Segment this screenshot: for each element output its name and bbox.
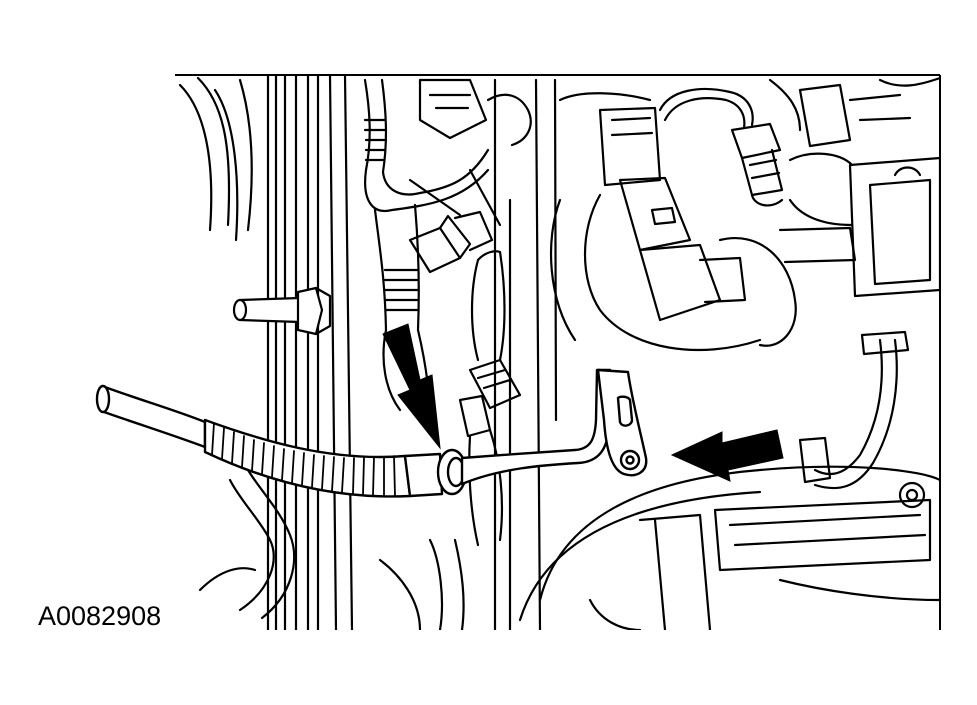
electrical-connector-top	[658, 87, 784, 207]
wiring-harness-upper	[363, 78, 532, 227]
callout-arrow-2	[670, 429, 784, 482]
background-components	[178, 75, 940, 630]
figure-frame	[175, 74, 941, 630]
figure-id-label: A0082908	[38, 601, 162, 631]
hose-plain-section	[100, 384, 207, 449]
mounting-bolt-left	[232, 286, 332, 336]
hose-end	[95, 384, 111, 414]
sleeve-ribs	[211, 422, 396, 497]
vacuum-hose-assembly	[95, 368, 648, 498]
upper-left-hoses	[178, 76, 253, 242]
lower-engine-components	[518, 465, 940, 630]
throttle-body-right	[768, 76, 940, 298]
lower-left-hoses	[198, 468, 465, 630]
solenoid-valve-unit	[549, 92, 797, 352]
callout-arrow-1	[382, 323, 441, 450]
callout-arrows	[382, 323, 784, 482]
injector-connector	[458, 358, 522, 547]
sensor-connector-left	[408, 210, 494, 274]
coolant-tube-right	[798, 330, 910, 490]
hose-coupler	[403, 452, 444, 498]
drive-belt-rails	[266, 75, 354, 630]
center-pipes	[470, 78, 558, 630]
